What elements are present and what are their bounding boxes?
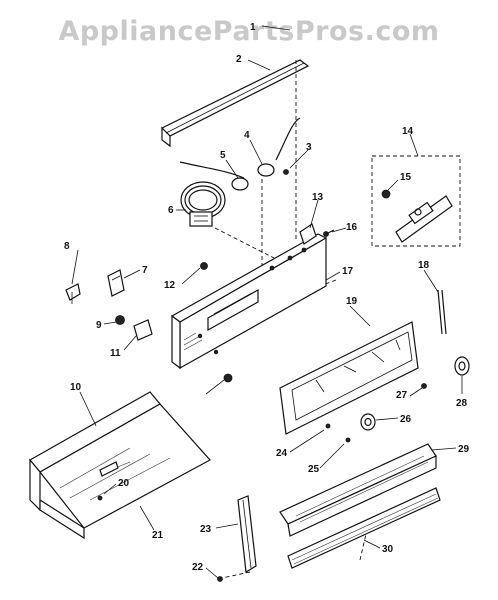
callout-6: 6 — [168, 205, 174, 216]
callout-1: 1 — [250, 22, 256, 33]
callout-18: 18 — [418, 260, 430, 271]
part-screw — [200, 262, 208, 270]
part-bracket — [133, 319, 153, 341]
watermark-text: AppliancePartsPros.com — [58, 16, 440, 47]
callout-25: 25 — [308, 464, 320, 475]
part-bottom-trim — [287, 487, 441, 569]
part-front-panel — [279, 321, 419, 435]
callout-20: 20 — [118, 478, 130, 489]
part-knob — [65, 283, 81, 304]
part-bottom-tray — [29, 391, 211, 540]
callout-4: 4 — [244, 130, 250, 141]
part-knob — [360, 413, 376, 431]
part-clip — [107, 269, 125, 297]
callout-13: 13 — [312, 192, 324, 203]
callout-24: 24 — [276, 448, 288, 459]
part-end-strip — [221, 495, 257, 579]
callout-15: 15 — [400, 172, 412, 183]
callout-3: 3 — [306, 142, 312, 153]
callout-14: 14 — [402, 126, 414, 137]
callout-21: 21 — [152, 530, 164, 541]
callout-27: 27 — [396, 390, 408, 401]
callout-19: 19 — [346, 296, 358, 307]
part-nut — [223, 373, 233, 383]
guide-line — [214, 227, 275, 259]
callout-12: 12 — [164, 280, 176, 291]
callout-28: 28 — [456, 398, 468, 409]
part-coil-clock — [180, 181, 226, 227]
callout-16: 16 — [346, 222, 358, 233]
callout-2: 2 — [236, 54, 242, 65]
callout-5: 5 — [220, 150, 226, 161]
part-screw — [421, 383, 427, 389]
callout-22: 22 — [192, 562, 204, 573]
part-top-angle-strip — [160, 59, 310, 148]
part-control-panel — [170, 223, 328, 370]
part-screw — [345, 437, 351, 443]
callout-7: 7 — [142, 265, 148, 276]
callout-26: 26 — [400, 414, 412, 425]
callout-labels: 1 2 3 4 5 6 7 8 9 10 11 12 13 14 15 16 1… — [64, 22, 470, 573]
part-trim-rail — [279, 443, 437, 537]
callout-23: 23 — [200, 524, 212, 535]
part-switch-assembly — [179, 117, 301, 191]
part-rod — [437, 289, 447, 335]
part-bezel-inset — [371, 155, 461, 247]
part-nut — [115, 315, 125, 325]
callout-30: 30 — [382, 544, 394, 555]
callout-17: 17 — [342, 266, 354, 277]
part-screw — [325, 423, 331, 429]
part-screw — [217, 576, 223, 582]
callout-10: 10 — [70, 382, 82, 393]
callout-29: 29 — [458, 444, 470, 455]
leader-lines — [71, 25, 463, 579]
part-knob — [454, 356, 470, 376]
part-screw — [323, 229, 335, 237]
callout-8: 8 — [64, 241, 70, 252]
callout-11: 11 — [110, 348, 121, 359]
callout-9: 9 — [96, 320, 102, 331]
